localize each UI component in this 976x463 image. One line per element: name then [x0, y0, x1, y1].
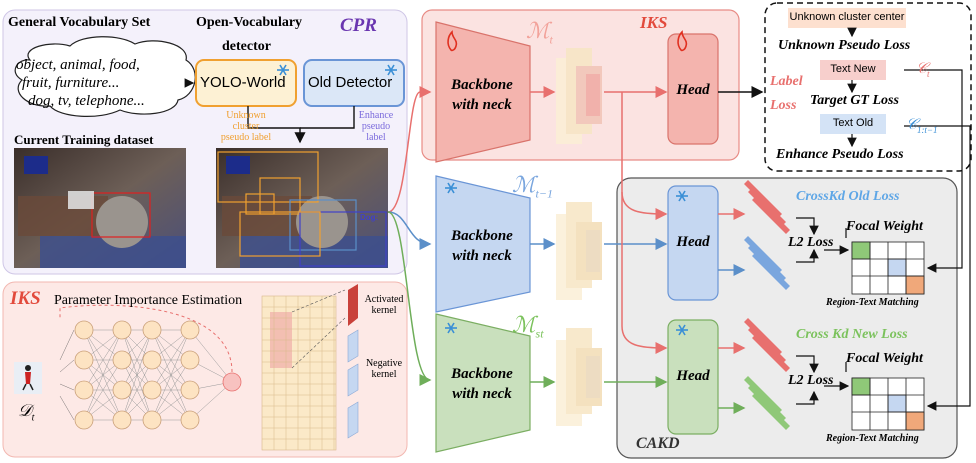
- unknown-center-label: Unknown cluster center: [789, 11, 905, 23]
- training-image: [14, 148, 186, 268]
- snowflake-icon: [277, 64, 688, 336]
- nn-edge: [83, 359, 123, 421]
- feature-stack-mst: [556, 328, 602, 426]
- feedback-dashed: [59, 304, 233, 373]
- dataset-title: Current Training dataset: [14, 132, 154, 147]
- unknown-loss-label: Unknown Pseudo Loss: [778, 38, 911, 53]
- enhance-loss-label: Enhance Pseudo Loss: [776, 147, 904, 162]
- head-mst-label: Head: [676, 368, 710, 384]
- ct-symbol: 𝒞t: [916, 61, 930, 79]
- l2-loss-new: L2 Loss: [788, 373, 834, 388]
- text-old-label: Text Old: [832, 117, 874, 129]
- focal-weight-old: Focal Weight: [846, 219, 923, 234]
- flame-icon: [447, 30, 688, 52]
- iks-panel-tag: IKS: [10, 288, 41, 309]
- arrow-to-mt1: [387, 211, 432, 250]
- text-old-chip: [820, 114, 886, 134]
- vocab-cloud: [14, 36, 196, 117]
- head-mst: [667, 319, 719, 435]
- data-symbol: 𝒟t: [18, 401, 35, 424]
- nn-edge: [189, 381, 233, 421]
- iks-model-tag: IKS: [640, 13, 668, 32]
- target-loss-label: Target GT Loss: [810, 93, 899, 108]
- dog-tag: Dog:: [360, 213, 379, 222]
- text-new-label: Text New: [830, 63, 876, 75]
- mst-symbol: ℳst: [512, 312, 544, 341]
- nn-edge: [189, 329, 233, 383]
- vocab-title: General Vocabulary Set: [8, 15, 151, 30]
- region-text-matching-old: Region-Text Matching: [826, 297, 919, 308]
- backbone-mst: [435, 313, 531, 453]
- activated-kernel: [348, 284, 358, 326]
- detector-title-2: detector: [222, 39, 271, 54]
- nn-edge: [121, 329, 153, 421]
- nn-edge: [121, 329, 153, 391]
- head-mt1: [667, 185, 719, 301]
- nn-edge: [151, 329, 191, 391]
- mt-symbol: ℳt: [526, 18, 553, 47]
- pseudo-labeled-image: [216, 148, 388, 268]
- input-fan: [59, 329, 75, 421]
- skier-icon: [14, 362, 42, 394]
- negative-kernel-1: [347, 329, 359, 363]
- kernel-outputs-old: [744, 180, 790, 290]
- head-mt1-label: Head: [676, 234, 710, 250]
- yolo-world-label: YOLO-World: [200, 74, 286, 91]
- head-mt: [667, 33, 719, 145]
- c-old-symbol: 𝒞1:t−1: [906, 117, 938, 135]
- nn-edge: [151, 329, 191, 421]
- vocab-line-2: fruit, furniture...: [22, 75, 120, 91]
- focal-grid-new: [851, 377, 925, 431]
- nn-edge: [151, 359, 191, 421]
- backbone-mt1: [435, 175, 531, 313]
- feature-stack-mt: [556, 48, 602, 144]
- crosskd-new-loss: Cross Kd New Loss: [796, 327, 908, 342]
- text-new-chip: [820, 60, 886, 80]
- nn-edge: [83, 329, 123, 421]
- mt1-symbol: ℳt−1: [512, 172, 553, 201]
- kernel-outputs-new: [744, 318, 790, 430]
- l2-loss-old: L2 Loss: [788, 235, 834, 250]
- arrow-to-mt: [387, 86, 432, 213]
- backbone-mt: [435, 21, 531, 163]
- focal-weight-new: Focal Weight: [846, 351, 923, 366]
- arrow-to-mst: [387, 211, 432, 386]
- negative-kernel-2: [347, 363, 359, 397]
- cpr-tag: CPR: [340, 15, 377, 36]
- iks-panel: [2, 281, 408, 458]
- nn-edge: [121, 359, 153, 421]
- focal-grid-old: [851, 241, 925, 295]
- iks-panel-title: Parameter Importance Estimation: [54, 293, 243, 308]
- kernel-grid: [261, 295, 337, 451]
- cakd-tag: CAKD: [636, 435, 680, 452]
- yolo-world-box: [195, 59, 297, 107]
- neuron-layers: [74, 320, 242, 430]
- vocab-line-3: dog, tv, telephone...: [28, 93, 145, 109]
- unknown-center-chip: [788, 8, 906, 28]
- feature-stack-mt1: [556, 202, 602, 300]
- crosskd-old-loss: CrossKd Old Loss: [796, 189, 900, 204]
- kernel-projections: [291, 289, 346, 369]
- head-mt-label: Head: [676, 82, 710, 98]
- old-detector-label: Old Detector: [308, 74, 393, 91]
- detector-title-1: Open-Vocabulary: [196, 15, 303, 30]
- loss-dashed-box: [764, 2, 972, 172]
- region-text-matching-new: Region-Text Matching: [826, 433, 919, 444]
- vocab-line-1: object, animal, food,: [16, 57, 140, 73]
- nn-edge: [83, 329, 123, 391]
- negative-kernel-3: [347, 401, 359, 439]
